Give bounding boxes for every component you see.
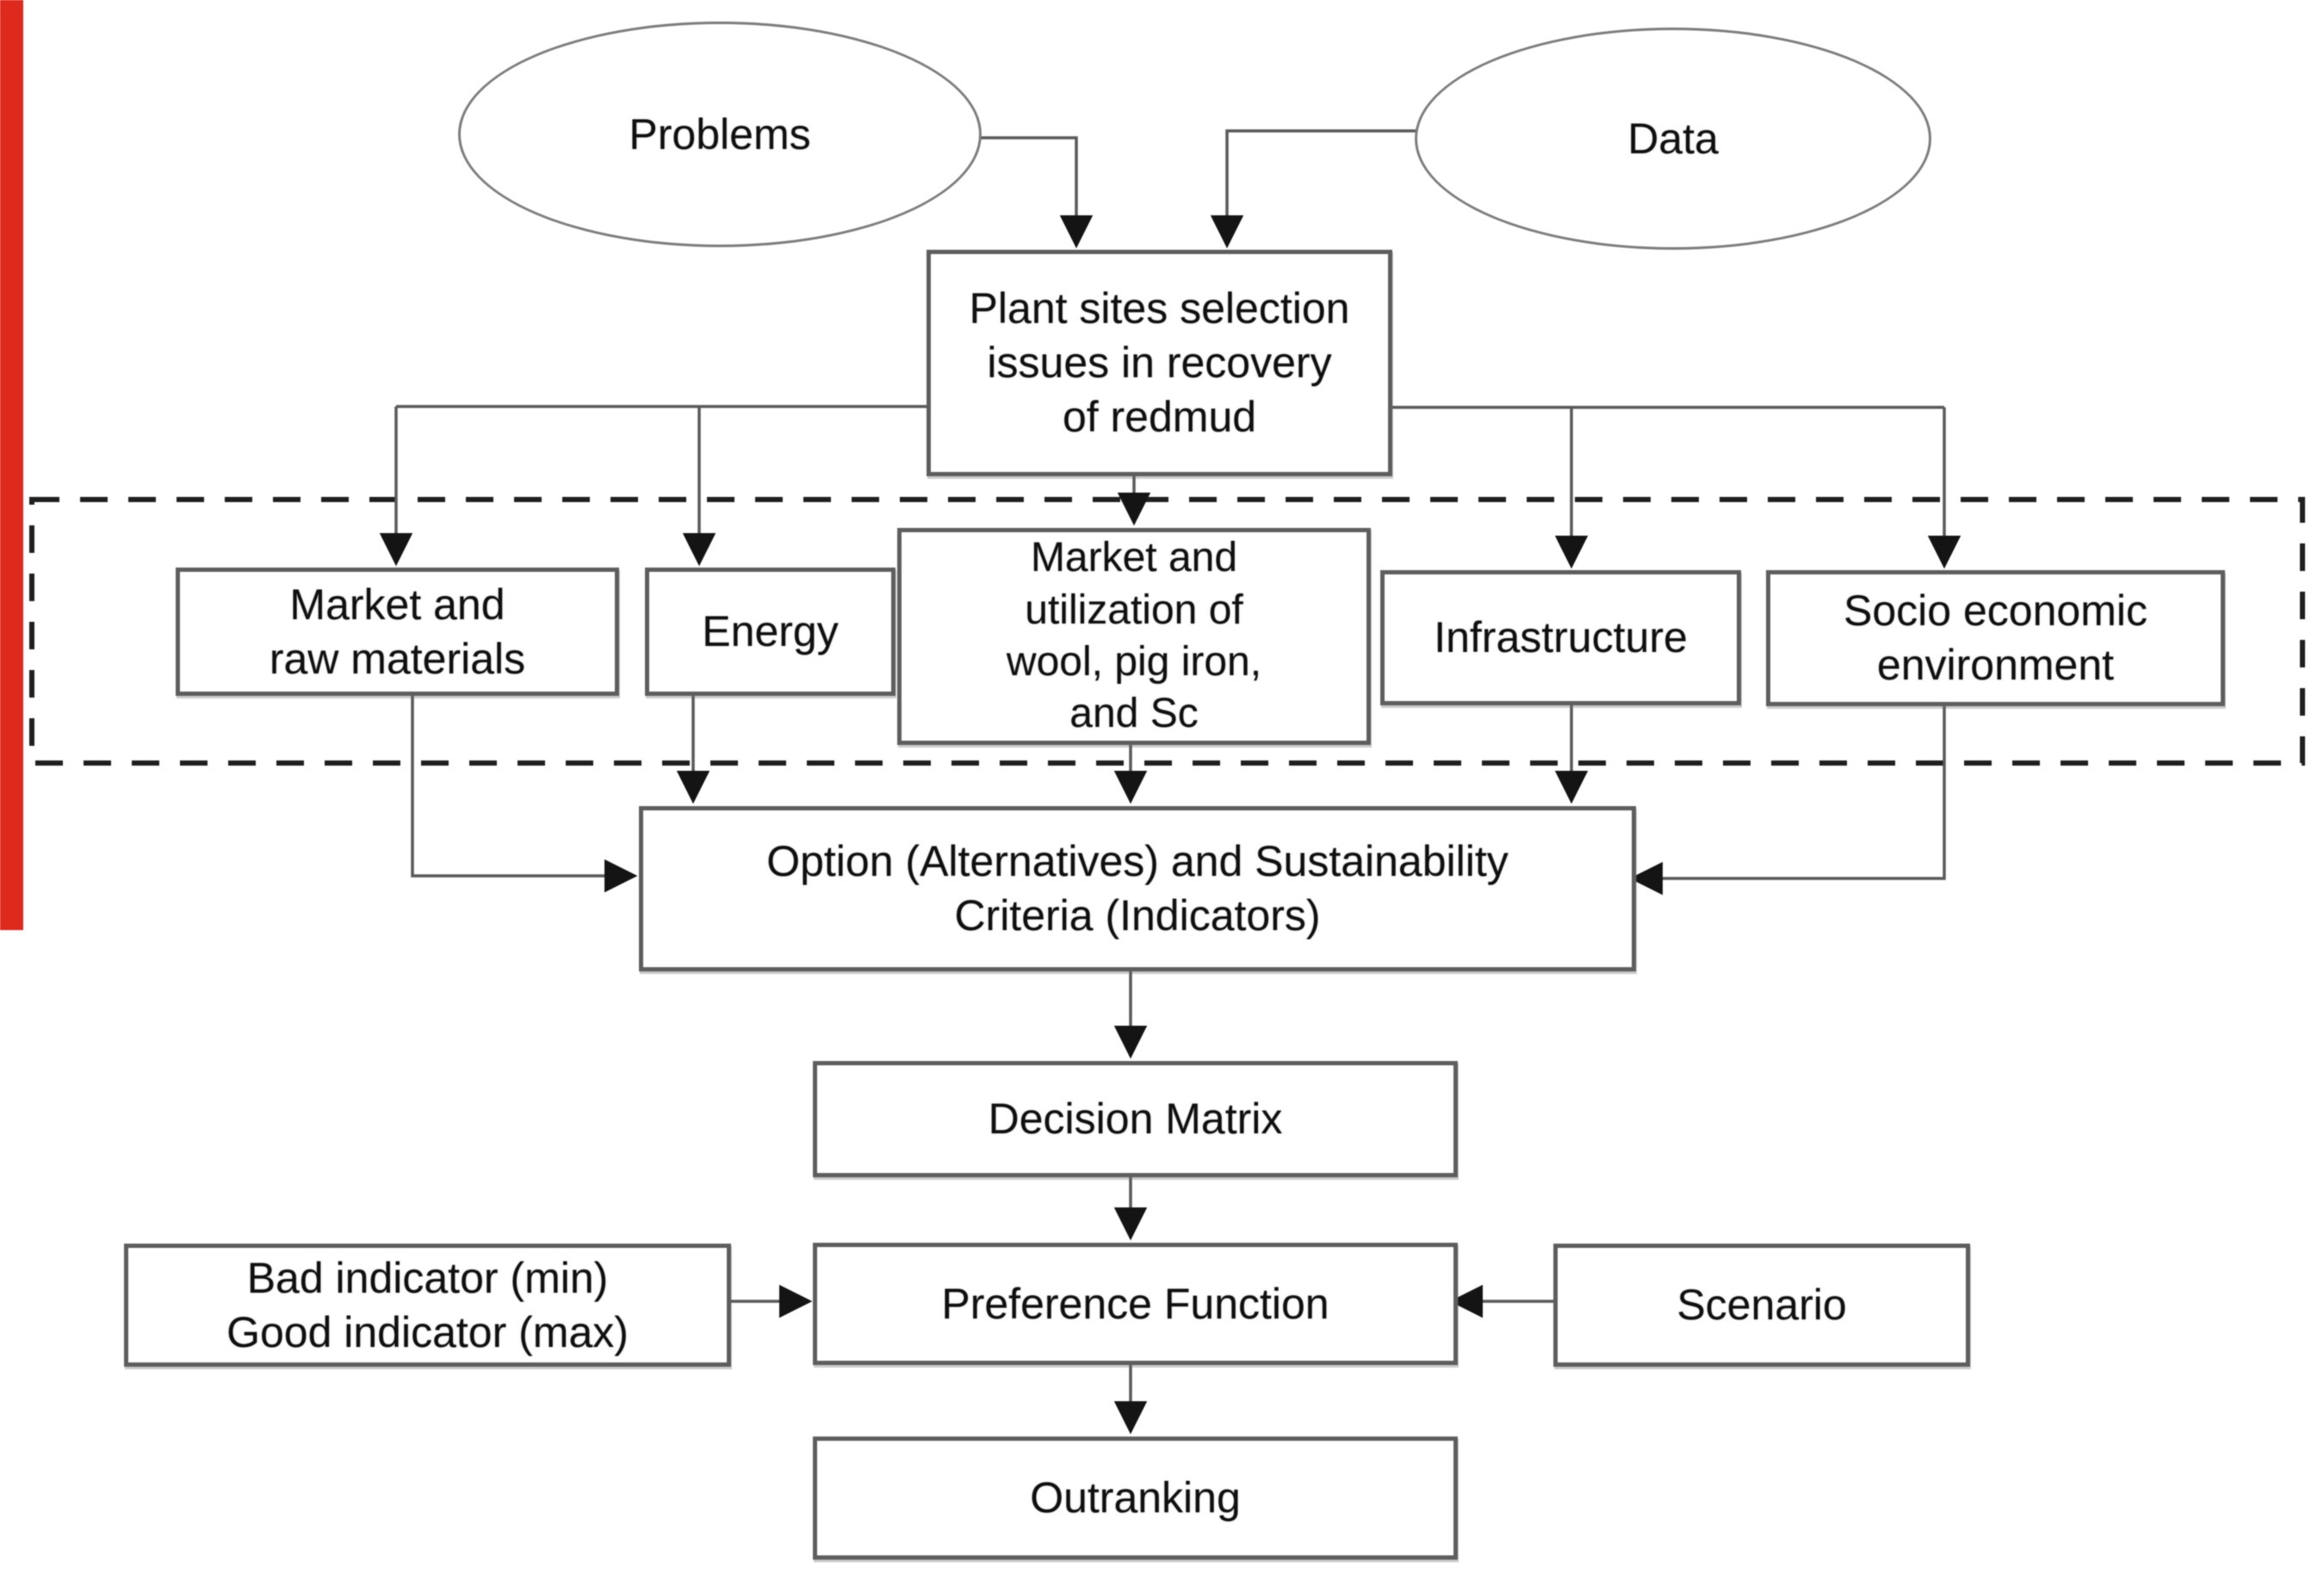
node-outranking-label: Outranking — [1030, 1474, 1241, 1522]
edge-data-plant — [1210, 129, 1419, 249]
node-preference-function: Preference Function — [813, 1243, 1458, 1365]
node-market-utilization: Market and utilization of wool, pig iron… — [897, 528, 1371, 745]
node-option-sustainability-criteria-label: Option (Alternatives) and Sustainability… — [766, 837, 1509, 940]
edge-problems-plant — [976, 136, 1094, 249]
node-scenario-label: Scenario — [1676, 1281, 1847, 1329]
node-outranking: Outranking — [813, 1437, 1458, 1560]
edge-market-raw-option — [411, 687, 638, 893]
node-problems: Problems — [458, 22, 982, 247]
node-plant-sites-selection: Plant sites selection issues in recovery… — [927, 250, 1392, 476]
criteria-group-dashed-border — [29, 497, 2305, 766]
node-infrastructure: Infrastructure — [1380, 570, 1741, 705]
node-data: Data — [1415, 28, 1931, 250]
node-socio-economic-environment-label: Socio economic environment — [1844, 586, 2147, 689]
node-energy-label: Energy — [702, 607, 839, 655]
node-market-utilization-label: Market and utilization of wool, pig iron… — [1006, 535, 1262, 737]
edge-socio-option — [1629, 698, 1946, 896]
node-energy: Energy — [645, 568, 896, 696]
node-bad-good-indicator-label: Bad indicator (min) Good indicator (max) — [226, 1253, 629, 1356]
left-edge-red-bar — [0, 0, 23, 930]
node-decision-matrix: Decision Matrix — [813, 1061, 1458, 1177]
node-socio-economic-environment: Socio economic environment — [1766, 570, 2225, 706]
node-market-raw-materials: Market and raw materials — [176, 568, 619, 696]
node-data-label: Data — [1627, 114, 1719, 163]
node-plant-sites-selection-label: Plant sites selection issues in recovery… — [969, 284, 1350, 441]
node-infrastructure-label: Infrastructure — [1434, 613, 1688, 661]
node-decision-matrix-label: Decision Matrix — [988, 1095, 1283, 1143]
node-scenario: Scenario — [1553, 1244, 1970, 1367]
node-bad-good-indicator: Bad indicator (min) Good indicator (max) — [124, 1244, 731, 1367]
node-preference-function-label: Preference Function — [941, 1279, 1329, 1328]
node-option-sustainability-criteria: Option (Alternatives) and Sustainability… — [639, 806, 1636, 971]
node-market-raw-materials-label: Market and raw materials — [269, 580, 526, 683]
node-problems-label: Problems — [629, 109, 811, 158]
